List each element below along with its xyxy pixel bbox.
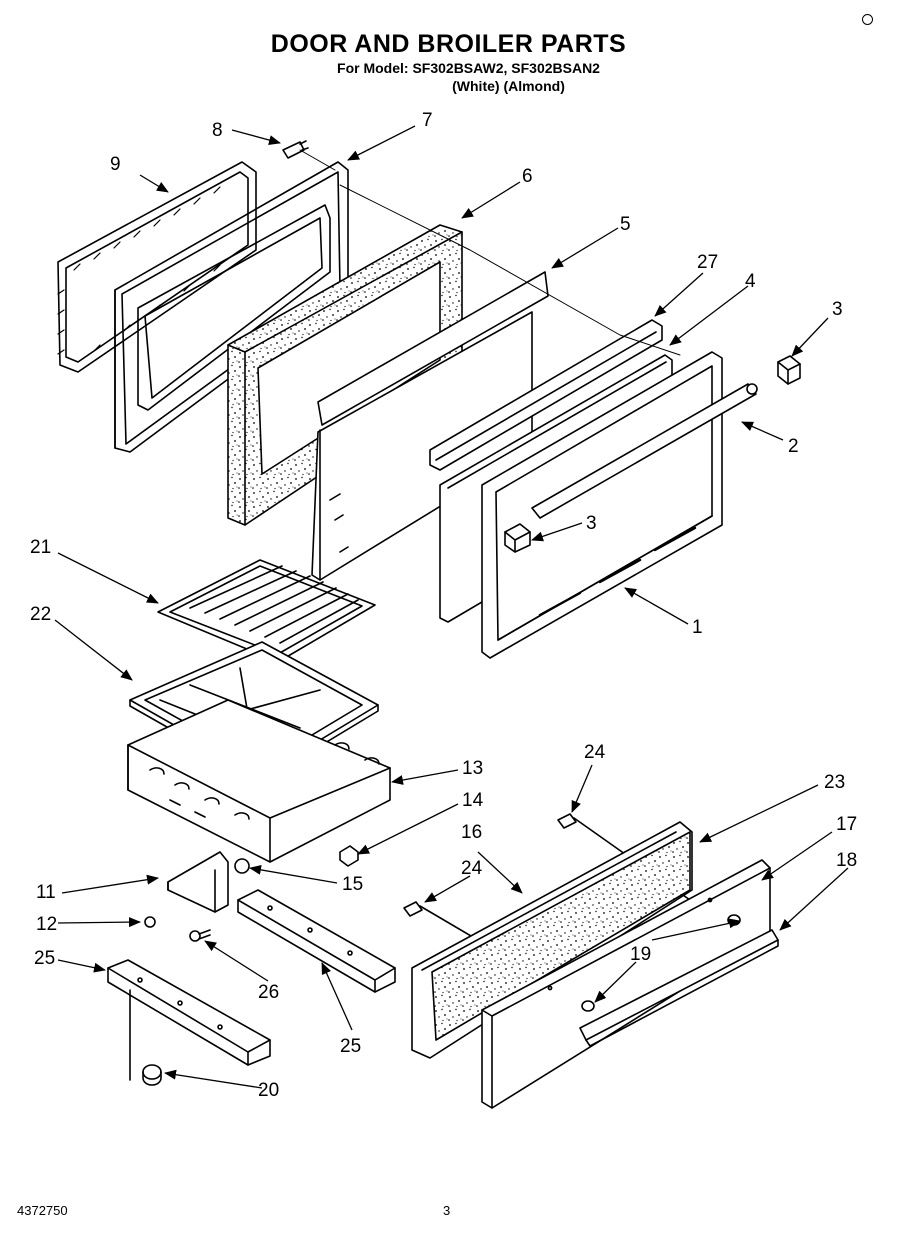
callout-15: 15 bbox=[342, 874, 363, 895]
callout-3-bottom: 3 bbox=[586, 513, 597, 534]
callout-5: 5 bbox=[620, 214, 631, 235]
part-11-bracket bbox=[167, 851, 229, 913]
callout-12: 12 bbox=[36, 914, 57, 935]
callout-8: 8 bbox=[212, 120, 223, 141]
assembly-guide-lines bbox=[299, 149, 681, 356]
callout-13: 13 bbox=[462, 758, 483, 779]
callout-3-top: 3 bbox=[832, 299, 843, 320]
corner-mark bbox=[862, 14, 873, 25]
part-14-clip bbox=[339, 845, 359, 867]
callout-27: 27 bbox=[697, 252, 718, 273]
callout-19: 19 bbox=[630, 944, 651, 965]
callout-24-lower: 24 bbox=[461, 858, 483, 879]
page-number: 3 bbox=[443, 1203, 451, 1218]
part-18-drawer-handle bbox=[579, 929, 779, 1047]
callout-4: 4 bbox=[745, 271, 756, 292]
part-2-handle-rod bbox=[531, 383, 758, 519]
callout-18: 18 bbox=[836, 850, 857, 871]
part-5-door-liner bbox=[311, 271, 549, 581]
document-number: 4372750 bbox=[17, 1203, 68, 1218]
callout-21: 21 bbox=[30, 537, 51, 558]
part-27-trim-strip bbox=[429, 319, 663, 471]
callout-16: 16 bbox=[461, 822, 482, 843]
part-19-spacer-left bbox=[581, 1000, 595, 1012]
part-3-end-cap-bottom bbox=[504, 523, 531, 553]
part-21-broiler-grid bbox=[157, 559, 376, 663]
callout-25-left: 25 bbox=[34, 948, 55, 969]
part-13-broiler-drawer-box bbox=[127, 699, 391, 863]
part-3-end-cap-top bbox=[777, 355, 801, 385]
callout-7: 7 bbox=[422, 110, 433, 131]
callout-numbers: 8 9 7 6 5 27 4 3 2 3 1 21 22 13 14 15 11… bbox=[30, 110, 857, 1101]
callout-24-upper: 24 bbox=[584, 742, 606, 763]
callout-9: 9 bbox=[110, 154, 121, 175]
callout-14: 14 bbox=[462, 790, 484, 811]
leader-lines bbox=[54, 125, 849, 1089]
part-23-drawer-insulation bbox=[431, 831, 691, 1041]
part-1-outer-door-frame bbox=[481, 351, 723, 659]
callout-6: 6 bbox=[522, 166, 533, 187]
callout-2: 2 bbox=[788, 436, 799, 457]
callout-20: 20 bbox=[258, 1080, 279, 1101]
part-15-washer bbox=[234, 858, 250, 874]
callout-26: 26 bbox=[258, 982, 279, 1003]
part-20-foot bbox=[142, 1064, 162, 1086]
callout-23: 23 bbox=[824, 772, 845, 793]
callout-17: 17 bbox=[836, 814, 857, 835]
callout-11: 11 bbox=[36, 882, 56, 903]
part-26-screw bbox=[189, 929, 211, 942]
callout-25-right: 25 bbox=[340, 1036, 361, 1057]
part-6-insulation bbox=[227, 224, 463, 526]
callout-1: 1 bbox=[692, 617, 703, 638]
part-12-grommet bbox=[144, 916, 156, 928]
part-25-slide-rail-left bbox=[107, 959, 271, 1081]
model-line: For Model: SF302BSAW2, SF302BSAN2 bbox=[337, 60, 600, 76]
part-25-slide-rail-right bbox=[237, 889, 396, 993]
color-variants-line: (White) (Almond) bbox=[452, 78, 565, 94]
callout-22: 22 bbox=[30, 604, 51, 625]
part-8-screw bbox=[282, 140, 309, 159]
page-title: DOOR AND BROILER PARTS bbox=[270, 30, 627, 58]
